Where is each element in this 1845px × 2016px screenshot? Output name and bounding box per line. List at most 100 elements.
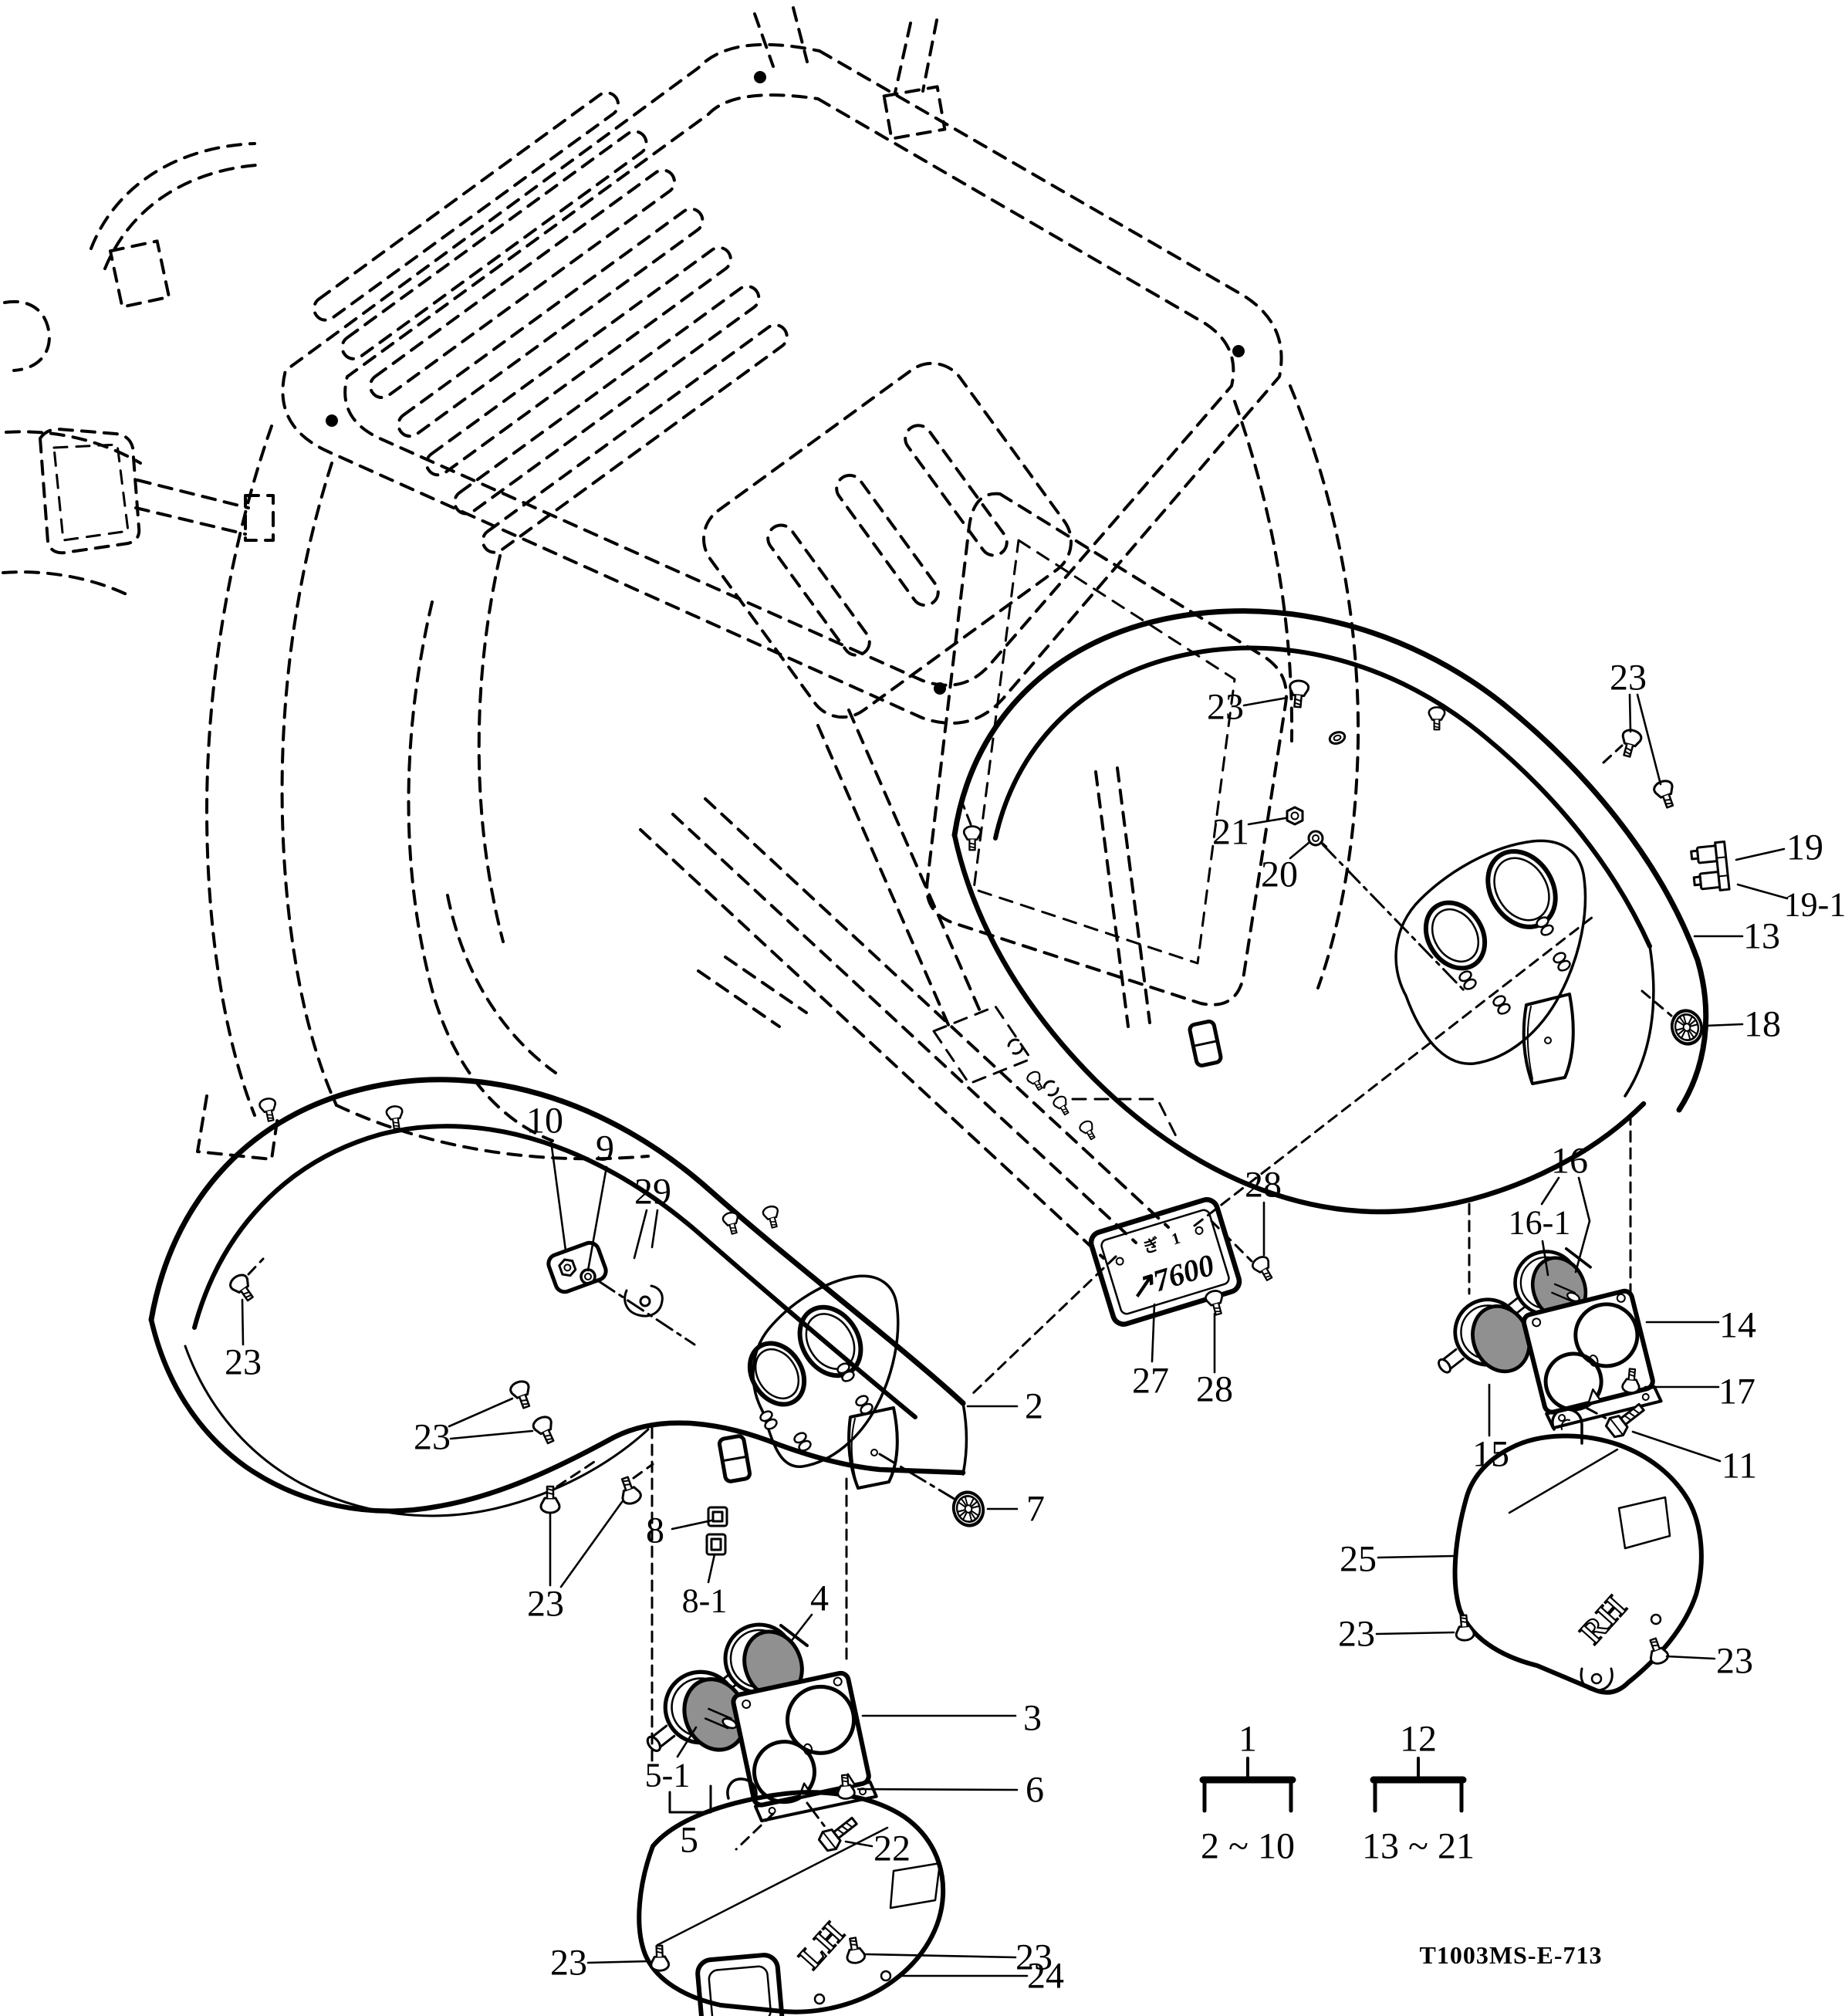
part-label-8: 8 [646, 1510, 664, 1551]
legend-parent-12: 12 [1400, 1719, 1437, 1760]
legend-parent-1: 1 [1238, 1719, 1257, 1760]
part-label-17: 17 [1718, 1372, 1755, 1412]
part-label-23: 23 [1338, 1614, 1375, 1655]
screw-icon [1051, 1094, 1073, 1118]
frame-braces [446, 709, 1170, 1260]
part-label-22: 22 [874, 1828, 911, 1869]
cab-frame-outline [2, 6, 1360, 1260]
part-label-23: 23 [225, 1342, 262, 1383]
screw-icon [1077, 1118, 1100, 1143]
part-label-11: 11 [1722, 1446, 1757, 1487]
part-label-9: 9 [596, 1128, 614, 1169]
callout-leader [549, 1139, 567, 1252]
roof-panel [281, 42, 1283, 725]
legend-range-12: 13 ~ 21 [1362, 1826, 1475, 1867]
screw-icon [1025, 1069, 1047, 1094]
roof-top-tabs [753, 6, 947, 140]
part-label-29: 29 [634, 1172, 671, 1213]
callout-leader [586, 1165, 608, 1272]
part-label-16: 16 [1551, 1141, 1588, 1182]
grommet-9 [580, 1268, 596, 1285]
grommet-23-aux [1328, 731, 1347, 745]
connector-19 [1690, 841, 1731, 891]
callout-leader [1631, 1430, 1722, 1463]
screw-icon [1651, 777, 1680, 811]
callout-leader [1736, 883, 1789, 900]
plate-small-text: ぎ 1 [1141, 1227, 1187, 1257]
part-label-8-1: 8-1 [682, 1582, 728, 1620]
callout-leader [633, 1209, 648, 1260]
screw-icon [1249, 1253, 1278, 1284]
part-label-23: 23 [1610, 658, 1647, 698]
right-fender [951, 608, 1709, 1215]
screw-icon [615, 1473, 644, 1507]
screw-icon [1617, 726, 1644, 759]
part-label-18: 18 [1744, 1004, 1781, 1045]
roof-bolts [326, 71, 1245, 695]
left-panel-cutout [847, 1406, 899, 1490]
part-label-23: 23 [1716, 1641, 1753, 1682]
left-mirror [39, 428, 275, 555]
part-label-20: 20 [1261, 854, 1298, 895]
part-label-25: 25 [1340, 1539, 1377, 1580]
callout-leader [559, 1500, 623, 1588]
nut-21 [1286, 806, 1304, 826]
part-label-19: 19 [1786, 827, 1823, 868]
part-label-3: 3 [1023, 1698, 1042, 1739]
screw-icon [257, 1096, 280, 1124]
part-label-23: 23 [550, 1943, 587, 1984]
part-label-14: 14 [1719, 1305, 1756, 1346]
part-label-27: 27 [1132, 1361, 1169, 1402]
callout-leader [1735, 847, 1786, 861]
stud-clip-icon [1551, 949, 1573, 974]
part-label-16-1: 16-1 [1509, 1204, 1571, 1242]
stud-clip-icon [1491, 993, 1512, 1017]
part-label-13: 13 [1743, 916, 1780, 957]
callout-leader [1151, 1303, 1156, 1363]
callout-leader [449, 1429, 534, 1440]
part-label-5: 5 [680, 1820, 698, 1861]
screw-icon [649, 1944, 671, 1973]
callout-leaders [241, 693, 1789, 1977]
callout-leader [671, 1519, 713, 1531]
legend-group-12: 12 13 ~ 21 [1362, 1719, 1475, 1867]
mount-cluster [932, 1005, 1178, 1138]
legend-group-1: 1 2 ~ 10 [1199, 1719, 1296, 1867]
wheel-cap-18 [1668, 1007, 1705, 1047]
legend-range-1: 2 ~ 10 [1201, 1826, 1295, 1867]
screw-icon [1453, 1613, 1476, 1642]
label-5-group-bracket [668, 1784, 712, 1814]
part-label-24: 24 [1027, 1956, 1064, 1997]
callout-leader [1577, 1176, 1591, 1223]
roof-ribs [313, 91, 789, 554]
latch-8-1 [705, 1533, 727, 1556]
part-label-23: 23 [527, 1584, 564, 1625]
callout-leader [586, 1960, 651, 1964]
screw-icon [1644, 1635, 1671, 1667]
clamp-29 [623, 1284, 664, 1318]
left-fender-buckle [717, 1434, 752, 1483]
callout-leader [1574, 1219, 1591, 1274]
part-label-10: 10 [526, 1101, 563, 1142]
callout-leader [1704, 1023, 1744, 1027]
callout-leader [1665, 1655, 1716, 1660]
callout-leader [1375, 1631, 1455, 1635]
cover-25-label: RH [1573, 1588, 1634, 1651]
part-label-23: 23 [414, 1417, 451, 1458]
axis-lines [597, 843, 1608, 1829]
callout-leader [1540, 1176, 1560, 1206]
screw-icon [529, 1412, 560, 1447]
part-label-19-1: 19-1 [1784, 886, 1845, 924]
part-label-21: 21 [1212, 812, 1249, 853]
screw-icon [962, 825, 982, 851]
part-label-7: 7 [1026, 1489, 1045, 1530]
bracket-3 [731, 1670, 878, 1823]
part-label-23: 23 [1207, 687, 1244, 728]
callout-leader [864, 1953, 1017, 1959]
part-label-15: 15 [1472, 1434, 1509, 1475]
latch-8 [707, 1506, 728, 1527]
wheel-cap-7 [950, 1489, 987, 1529]
roof-subpanel [702, 361, 1073, 719]
